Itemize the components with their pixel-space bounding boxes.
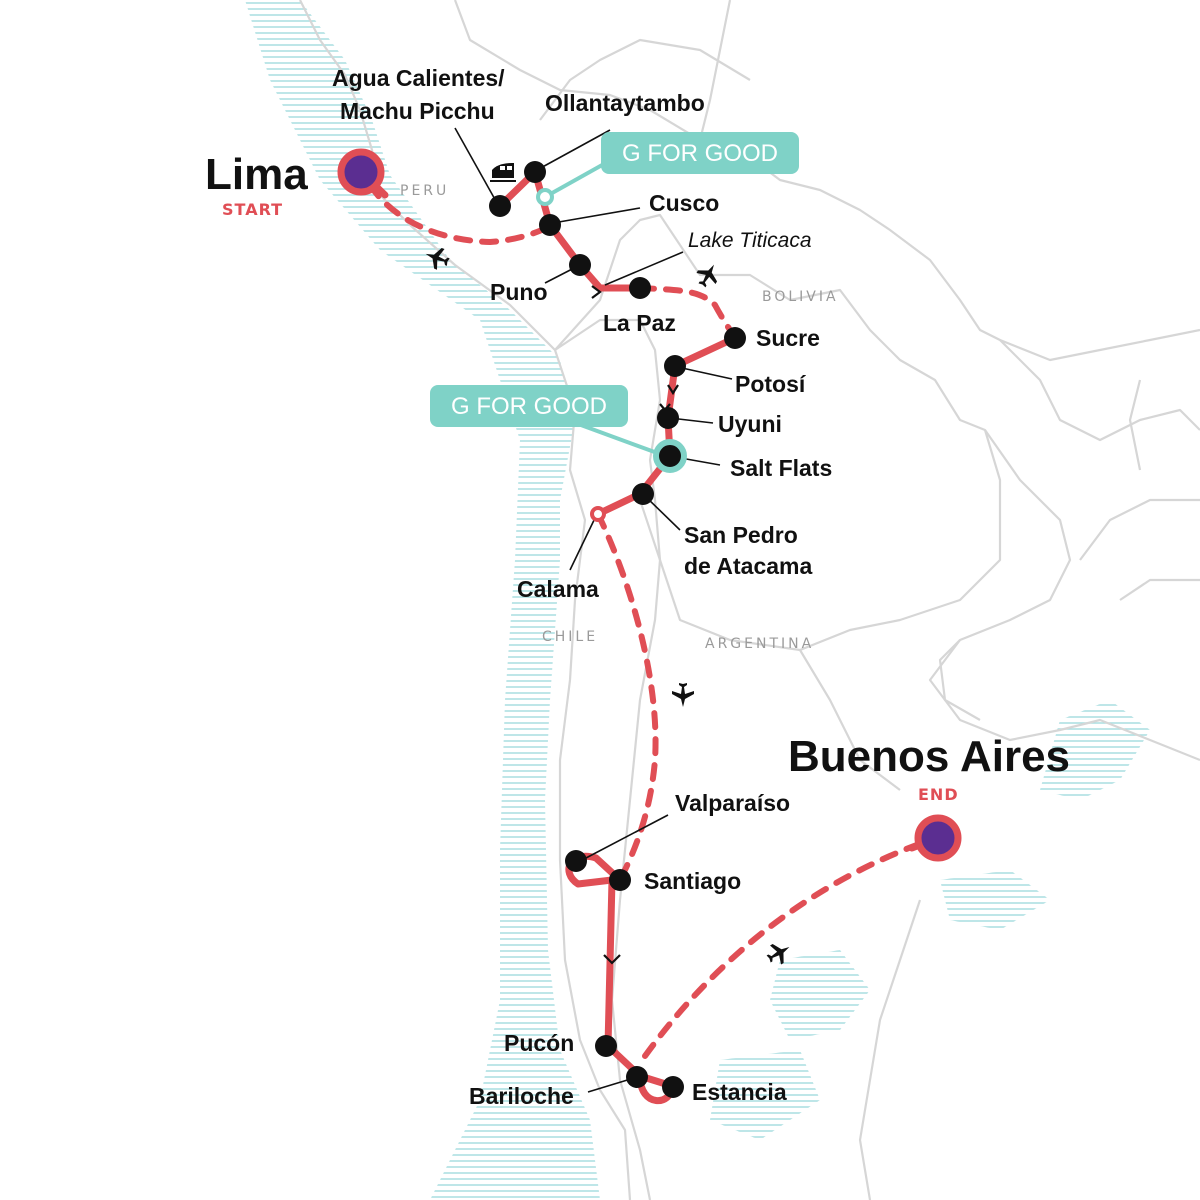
- train-icon: [490, 163, 516, 182]
- start-tag: START: [222, 200, 283, 219]
- stop-markers: [489, 161, 746, 1098]
- stop-puno: [569, 254, 591, 276]
- end-city-label: Buenos Aires: [788, 732, 1070, 781]
- stop-valparaiso: [565, 850, 587, 872]
- label-lake-titicaca: Lake Titicaca: [688, 229, 812, 252]
- label-bariloche: Bariloche: [469, 1083, 574, 1109]
- svg-text:G FOR GOOD: G FOR GOOD: [622, 140, 778, 167]
- label-santiago: Santiago: [644, 868, 741, 894]
- country-label-peru: PERU: [400, 183, 449, 199]
- end-tag: END: [918, 785, 959, 804]
- label-la-paz: La Paz: [603, 310, 676, 336]
- label-estancia: Estancia: [692, 1079, 787, 1105]
- label-sucre: Sucre: [756, 325, 820, 351]
- label-de-atacama: de Atacama: [684, 553, 812, 579]
- stop-cusco: [539, 214, 561, 236]
- label-valparaiso: Valparaíso: [675, 790, 790, 816]
- stop-la-paz: [629, 277, 651, 299]
- label-san-pedro: San Pedro: [684, 522, 798, 548]
- end-marker: [914, 814, 962, 862]
- stop-uyuni: [657, 407, 679, 429]
- plane-icon: [425, 248, 790, 965]
- country-label-chile: CHILE: [542, 629, 598, 645]
- start-marker: [337, 148, 385, 196]
- stop-potosi: [664, 355, 686, 377]
- label-agua-calientes: Agua Calientes/: [332, 65, 505, 91]
- g-for-good-badge-cusco: G FOR GOOD: [601, 132, 799, 174]
- svg-text:G FOR GOOD: G FOR GOOD: [451, 393, 607, 420]
- stop-calama: [590, 506, 606, 522]
- country-label-argentina: ARGENTINA: [705, 636, 814, 652]
- g-for-good-badge-salt-flats: G FOR GOOD: [430, 385, 628, 427]
- stop-bariloche: [626, 1066, 648, 1088]
- label-uyuni: Uyuni: [718, 411, 782, 437]
- label-puno: Puno: [490, 279, 548, 305]
- label-salt-flats: Salt Flats: [730, 455, 832, 481]
- country-borders: [299, 0, 1200, 1200]
- stop-pucon: [595, 1035, 617, 1057]
- leader-lines: [454, 127, 733, 1093]
- stop-salt-flats: [653, 439, 687, 473]
- label-ollantaytambo: Ollantaytambo: [545, 90, 705, 116]
- stop-estancia: [662, 1076, 684, 1098]
- country-label-bolivia: BOLIVIA: [762, 289, 839, 305]
- start-city-label: Lima: [205, 150, 308, 199]
- stop-sucre: [724, 327, 746, 349]
- label-cusco: Cusco: [649, 190, 719, 216]
- label-potosi: Potosí: [735, 371, 807, 397]
- stop-machu-picchu: [489, 195, 511, 217]
- label-machu-picchu: Machu Picchu: [340, 98, 495, 124]
- stop-ollantaytambo: [524, 161, 546, 183]
- label-calama: Calama: [517, 576, 599, 602]
- label-pucon: Pucón: [504, 1030, 574, 1056]
- ocean-hatching: [245, 0, 1150, 1200]
- stop-san-pedro: [632, 483, 654, 505]
- g-for-good-ring-cusco: [536, 188, 554, 206]
- stop-santiago: [609, 869, 631, 891]
